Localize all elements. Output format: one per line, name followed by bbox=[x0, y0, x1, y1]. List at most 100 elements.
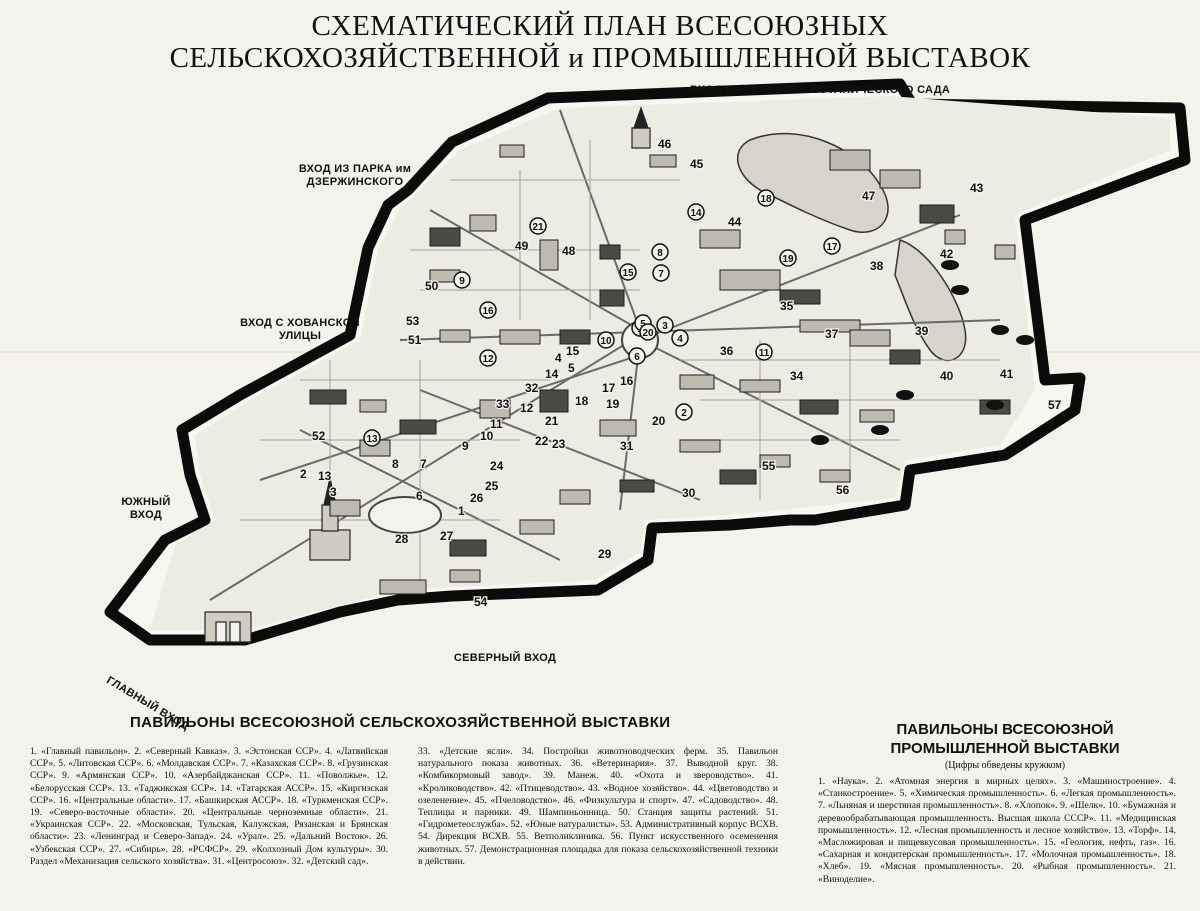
pavilion-number-32: 32 bbox=[525, 381, 539, 395]
pavilion-number-23: 23 bbox=[552, 437, 566, 451]
number-text: 21 bbox=[532, 222, 544, 233]
pavilion-number-47: 47 bbox=[862, 189, 876, 203]
industrial-pavilion-number-14: 14 bbox=[687, 203, 705, 221]
pavilion-number-2: 2 bbox=[300, 467, 307, 481]
animal-figure bbox=[811, 435, 829, 445]
pavilion-number-39: 39 bbox=[915, 324, 929, 338]
pavilion-building bbox=[679, 374, 715, 390]
entrance-khovanskaya: ВХОД С ХОВАНСКОЙ УЛИЦЫ bbox=[240, 317, 360, 342]
pavilion-building bbox=[399, 419, 437, 435]
number-circle bbox=[755, 343, 773, 361]
pavilion-building bbox=[879, 169, 921, 189]
agricultural-legend-column-1: 1. «Главный павильон». 2. «Северный Кавк… bbox=[30, 746, 388, 867]
number-text: 4 bbox=[677, 334, 683, 345]
pavilion-building bbox=[699, 229, 741, 249]
number-circle bbox=[479, 349, 497, 367]
pavilion-building bbox=[599, 289, 625, 307]
pavilion-number-57: 57 bbox=[1048, 398, 1062, 412]
pavilion-number-29: 29 bbox=[598, 547, 612, 561]
pavilion-building bbox=[889, 349, 921, 365]
number-text: 19 bbox=[782, 254, 794, 265]
pavilion-number-51: 51 bbox=[408, 333, 422, 347]
pavilion-number-42: 42 bbox=[940, 247, 954, 261]
pavilion-number-34: 34 bbox=[790, 369, 804, 383]
pavilion-number-52: 52 bbox=[312, 429, 326, 443]
number-circle bbox=[779, 249, 797, 267]
industrial-pavilion-number-8: 8 bbox=[651, 243, 669, 261]
pavilion-number-19: 19 bbox=[606, 397, 620, 411]
pavilion-building bbox=[559, 489, 591, 505]
pavilion-building bbox=[819, 469, 851, 483]
pavilion-building bbox=[539, 389, 569, 413]
pavilion-number-27: 27 bbox=[440, 529, 454, 543]
industrial-pavilion-number-10: 10 bbox=[597, 331, 615, 349]
number-text: 20 bbox=[642, 328, 654, 339]
map-title-line-1: СХЕМАТИЧЕСКИЙ ПЛАН ВСЕСОЮЗНЫХ bbox=[311, 10, 889, 42]
entrance-park: ВХОД ИЗ ПАРКА им ДЗЕРЖИНСКОГО bbox=[298, 163, 412, 188]
industrial-pavilion-number-12: 12 bbox=[479, 349, 497, 367]
animal-figure bbox=[986, 400, 1004, 410]
number-circle bbox=[619, 263, 637, 281]
pavilion-building bbox=[944, 229, 966, 245]
industrial-pavilion-number-9: 9 bbox=[453, 271, 471, 289]
number-circle bbox=[628, 347, 646, 365]
pavilion-building bbox=[309, 389, 347, 405]
pavilion-building bbox=[539, 239, 559, 271]
pavilion-building bbox=[739, 379, 781, 393]
pavilion-building bbox=[829, 149, 871, 171]
pavilion-number-24: 24 bbox=[490, 459, 504, 473]
pavilion-building bbox=[859, 409, 895, 423]
industrial-pavilion-number-6: 6 bbox=[628, 347, 646, 365]
industrial-pavilions-heading-2: ПРОМЫШЛЕННОЙ ВЫСТАВКИ bbox=[890, 740, 1120, 757]
industrial-pavilions-subheading: (Цифры обведены кружком) bbox=[944, 760, 1066, 771]
pavilion-building bbox=[779, 289, 821, 305]
pavilion-building bbox=[439, 329, 471, 343]
pavilion-building bbox=[849, 329, 891, 347]
pavilion-number-13: 13 bbox=[318, 469, 332, 483]
number-text: 10 bbox=[600, 336, 612, 347]
pavilion-number-4: 4 bbox=[555, 351, 562, 365]
pavilion-building bbox=[919, 204, 955, 224]
pavilion-number-26: 26 bbox=[470, 491, 484, 505]
industrial-pavilion-number-11: 11 bbox=[755, 343, 773, 361]
animal-figure bbox=[941, 260, 959, 270]
entrance-south: ЮЖНЫЙ ВХОД bbox=[121, 496, 171, 521]
number-circle bbox=[651, 243, 669, 261]
industrial-pavilion-number-13: 13 bbox=[363, 429, 381, 447]
pavilion-building bbox=[994, 244, 1016, 260]
number-circle bbox=[479, 301, 497, 319]
pavilion-number-33: 33 bbox=[496, 397, 510, 411]
pavilion-number-22: 22 bbox=[535, 434, 549, 448]
pavilion-number-7: 7 bbox=[420, 457, 427, 471]
pavilion-building bbox=[799, 399, 839, 415]
main-gate bbox=[204, 611, 252, 643]
number-text: 3 bbox=[662, 321, 668, 332]
industrial-pavilion-number-17: 17 bbox=[823, 237, 841, 255]
pavilion-number-10: 10 bbox=[480, 429, 494, 443]
pavilion-number-16: 16 bbox=[620, 374, 634, 388]
animal-figure bbox=[1016, 335, 1034, 345]
pavilion-number-37: 37 bbox=[825, 327, 839, 341]
pavilion-building bbox=[599, 244, 621, 260]
number-text: 2 bbox=[681, 408, 687, 419]
pavilion-building bbox=[499, 329, 541, 345]
animal-figure bbox=[991, 325, 1009, 335]
number-circle bbox=[529, 217, 547, 235]
tower-pavilion bbox=[631, 106, 651, 149]
pavilion-number-5: 5 bbox=[568, 361, 575, 375]
pavilion-building bbox=[799, 319, 861, 333]
pavilion-number-25: 25 bbox=[485, 479, 499, 493]
industrial-pavilion-number-15: 15 bbox=[619, 263, 637, 281]
pavilion-number-54: 54 bbox=[474, 595, 488, 609]
pavilion-number-50: 50 bbox=[425, 279, 439, 293]
industrial-pavilion-number-4: 4 bbox=[671, 329, 689, 347]
number-circle bbox=[675, 403, 693, 421]
pavilion-number-55: 55 bbox=[762, 459, 776, 473]
pavilion-building bbox=[599, 419, 637, 437]
main-pavilion bbox=[309, 477, 351, 561]
pavilion-number-48: 48 bbox=[562, 244, 576, 258]
pavilion-number-17: 17 bbox=[602, 381, 616, 395]
number-circle bbox=[823, 237, 841, 255]
pavilion-building bbox=[379, 579, 427, 595]
